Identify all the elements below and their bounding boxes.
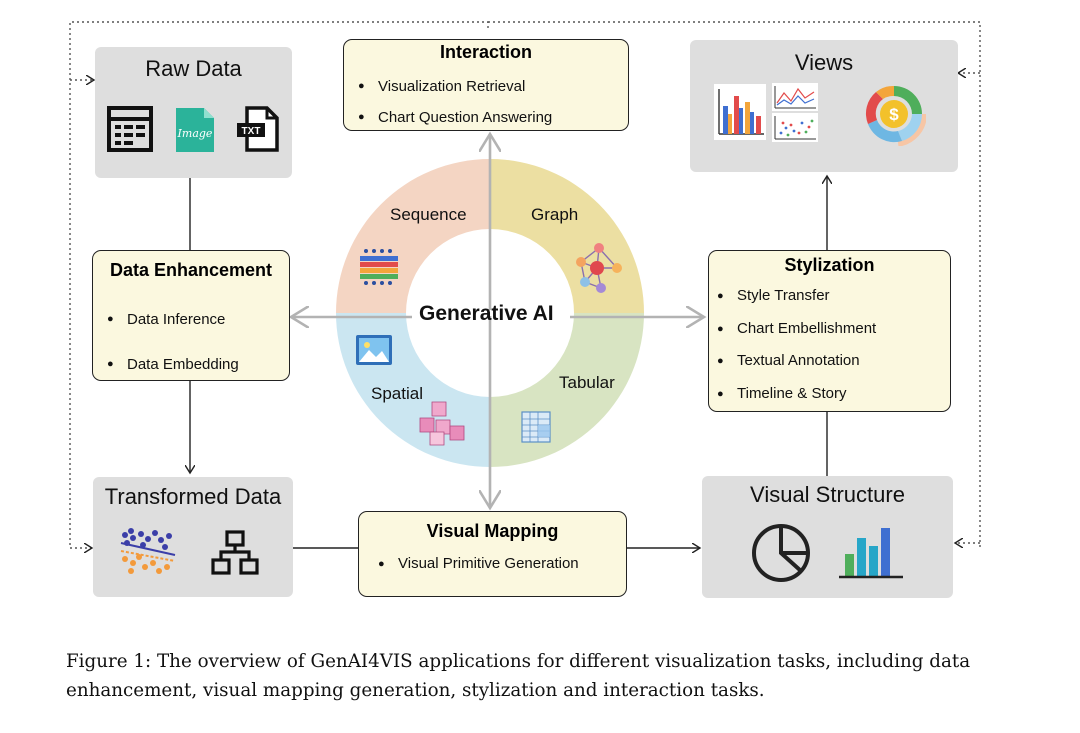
figure-caption: Figure 1: The overview of GenAI4VIS appl… [66,651,971,701]
segment-label-tabular: Tabular [559,373,615,392]
pie-outline-icon [752,524,810,582]
transformed-data-title: Transformed Data [104,484,282,509]
ring-segment-graph [490,159,644,313]
image-file-icon-text: Image [177,127,213,140]
stylization-item: Textual Annotation [711,345,876,378]
data-enhancement-title: Data Enhancement [109,260,273,280]
feedback-loop-line [488,21,981,548]
line-chart-icon [772,83,818,111]
interaction-panel: Interaction Visualization Retrieval Char… [343,39,629,133]
stylization-item: Chart Embellishment [711,313,876,346]
spreadsheet-icon [521,411,551,443]
data-enhancement-list: Data Inference Data Embedding [101,297,239,387]
image-file-icon: Image [176,108,214,152]
transformed-data-panel: Transformed Data [93,477,293,597]
cubes-icon [419,401,465,446]
graph-network-icon [576,243,622,293]
stylization-list: Style Transfer Chart Embellishment Textu… [711,280,876,410]
interaction-title: Interaction [439,42,532,62]
segment-label-graph: Graph [531,205,579,224]
bar-chart-icon [839,528,903,579]
stylization-title: Stylization [784,255,875,275]
txt-file-icon: TXT [237,106,279,152]
data-enhancement-item: Data Inference [101,297,239,342]
views-panel: Views [690,40,958,172]
feedback-loop-line [69,21,489,548]
stylization-item: Style Transfer [711,280,876,313]
interaction-list: Visualization Retrieval Chart Question A… [352,71,552,133]
interaction-item: Chart Question Answering [352,102,552,133]
ring-center [408,231,572,395]
hierarchy-icon [211,530,259,575]
bar-chart-icon [714,84,766,140]
scatter-cluster-icon [120,528,176,574]
data-enhancement-panel: Data Enhancement Data Inference Data Emb… [92,250,290,387]
visual-mapping-list: Visual Primitive Generation [372,551,579,577]
data-enhancement-item: Data Embedding [101,342,239,387]
visual-structure-panel: Visual Structure [702,476,953,598]
stylization-panel: Stylization Style Transfer Chart Embelli… [708,250,951,412]
visual-mapping-panel: Visual Mapping Visual Primitive Generati… [358,511,627,597]
table-icon [107,106,153,152]
visual-mapping-title: Visual Mapping [426,521,559,541]
sequence-icon [360,249,398,285]
interaction-item: Visualization Retrieval [352,71,552,102]
landscape-image-icon [356,335,392,365]
dollar-donut-icon: $ [862,82,926,146]
svg-text:$: $ [889,105,899,124]
raw-data-panel: Raw Data Image TXT [95,47,292,178]
segment-label-sequence: Sequence [390,205,467,224]
stylization-item: Timeline & Story [711,378,876,411]
views-title: Views [794,50,854,75]
visual-structure-title: Visual Structure [750,482,905,507]
center-label: Generative AI [419,302,554,325]
txt-file-icon-text: TXT [242,126,261,137]
segment-label-spatial: Spatial [371,384,423,403]
visual-mapping-item: Visual Primitive Generation [372,551,579,577]
scatter-chart-icon [772,113,818,142]
raw-data-title: Raw Data [145,56,242,81]
